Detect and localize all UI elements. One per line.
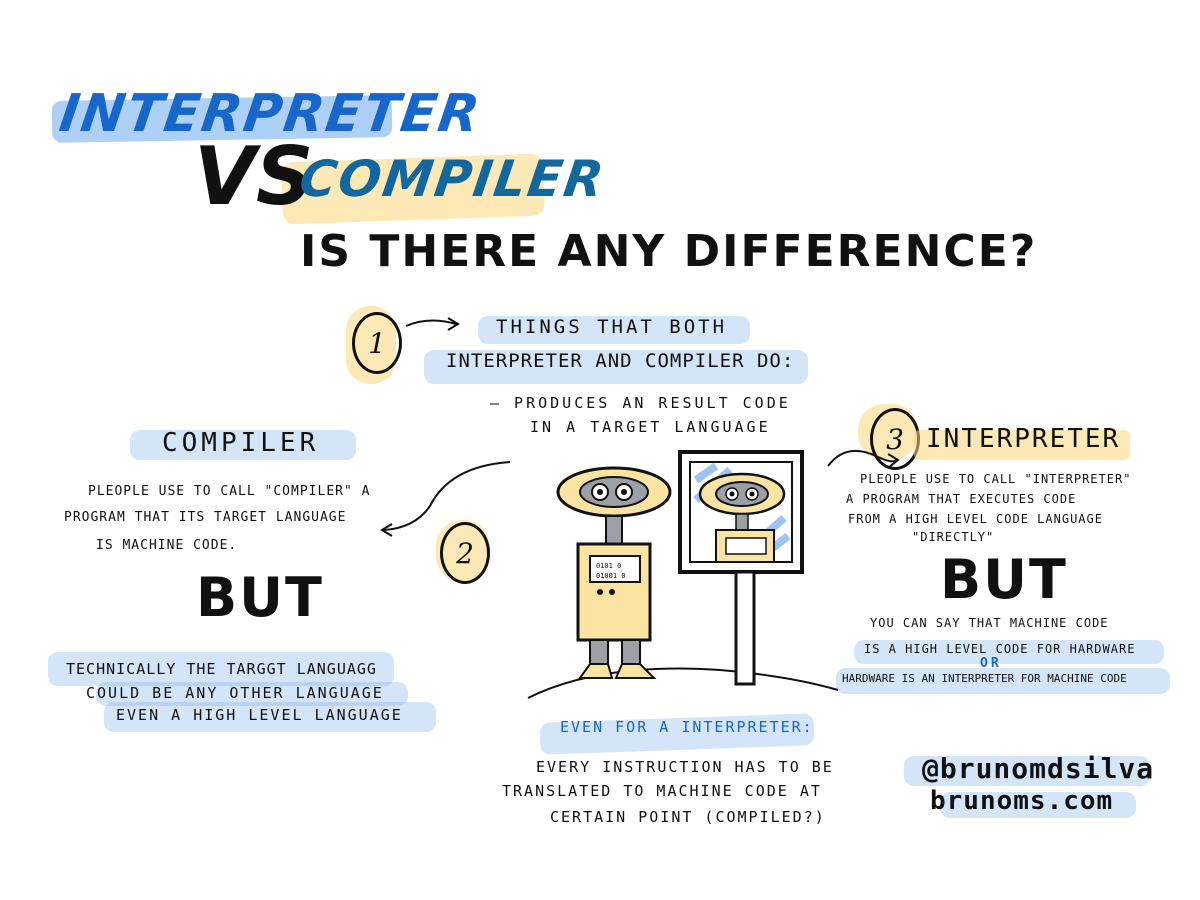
author-handle: @brunomdsilva (922, 752, 1155, 785)
section1-heading-line1: THINGS THAT BOTH (496, 316, 728, 338)
compiler-note-line1: TECHNICALLY THE TARGGT LANGUAGG (66, 660, 377, 678)
title-compiler: COMPILER (295, 150, 609, 208)
compiler-desc-line2: PROGRAM THAT ITS TARGET LANGUAGE (64, 510, 347, 525)
robot-mirror-illustration: 0101 0 01001 0 (527, 450, 839, 699)
interpreter-note-or: OR (980, 656, 1002, 671)
section-number-1: 1 (352, 312, 402, 374)
curved-arrow-icon-2 (827, 449, 900, 469)
interpreter-note-line2: IS A HIGH LEVEL CODE FOR HARDWARE (864, 642, 1136, 656)
interpreter-desc-line3: FROM A HIGH LEVEL CODE LANGUAGE (848, 512, 1103, 526)
question-heading: IS THERE ANY DIFFERENCE? (300, 226, 1038, 277)
compiler-note-line3: EVEN A HIGH LEVEL LANGUAGE (116, 706, 403, 724)
interpreter-desc-line2: A PROGRAM THAT EXECUTES CODE (846, 492, 1077, 506)
title-vs: VS (194, 130, 314, 223)
bottom-line2: TRANSLATED TO MACHINE CODE AT (502, 782, 822, 800)
compiler-note-line2: COULD BE ANY OTHER LANGUAGE (86, 684, 384, 702)
compiler-desc-line1: PLEOPLE USE TO CALL "COMPILER" A (88, 484, 371, 499)
section1-point-line2: IN A TARGET LANGUAGE (530, 418, 771, 436)
section1-point-line1: — PRODUCES AN RESULT CODE (490, 394, 791, 412)
curved-arrow-icon (380, 461, 511, 537)
interpreter-note-line3: HARDWARE IS AN INTERPRETER FOR MACHINE C… (842, 672, 1127, 685)
interpreter-heading: INTERPRETER (926, 424, 1121, 454)
svg-text:0101 0: 0101 0 (596, 562, 621, 570)
section1-heading-line2: INTERPRETER AND COMPILER DO: (446, 350, 795, 372)
interpreter-but: BUT (940, 548, 1068, 611)
arrow-icon (405, 317, 460, 331)
bottom-heading: EVEN FOR A INTERPRETER: (560, 718, 814, 736)
svg-text:01001 0: 01001 0 (596, 572, 626, 580)
bottom-line1: EVERY INSTRUCTION HAS TO BE (536, 758, 834, 776)
compiler-but: BUT (196, 566, 324, 629)
section-number-2: 2 (440, 522, 490, 584)
compiler-heading: COMPILER (162, 428, 320, 458)
interpreter-note-line1: YOU CAN SAY THAT MACHINE CODE (870, 616, 1109, 630)
interpreter-desc-line4: "DIRECTLY" (912, 530, 995, 544)
interpreter-desc-line1: PLEOPLE USE TO CALL "INTERPRETER" (860, 472, 1132, 486)
author-site: brunoms.com (930, 786, 1114, 816)
compiler-desc-line3: IS MACHINE CODE. (96, 538, 238, 553)
bottom-line3: CERTAIN POINT (COMPILED?) (550, 808, 826, 826)
